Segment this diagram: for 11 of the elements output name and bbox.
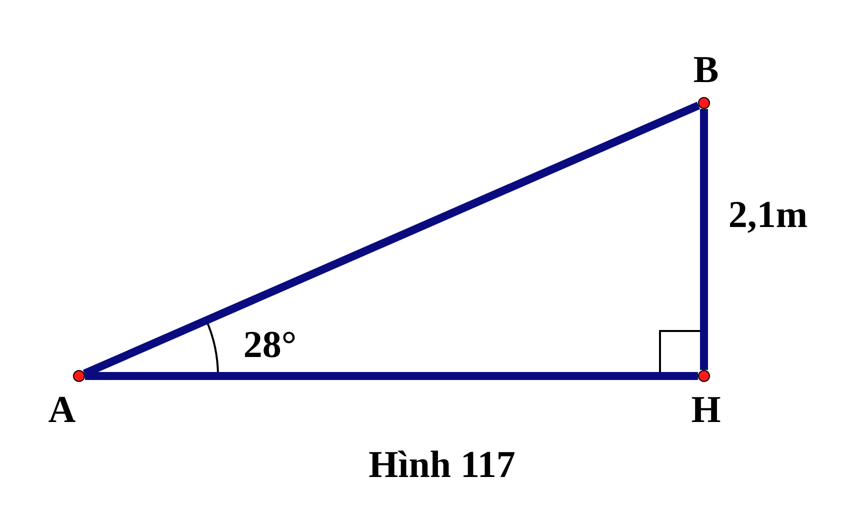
length-label: 2,1m — [728, 196, 808, 234]
triangle-side — [700, 109, 708, 370]
vertex-point — [698, 370, 710, 382]
vertex-label: A — [48, 391, 76, 429]
angle-label: 28° — [243, 326, 297, 364]
triangle-side — [85, 372, 698, 380]
vertex-point — [698, 97, 710, 109]
vertex-label: H — [691, 391, 721, 429]
vertex-label: B — [693, 51, 719, 89]
vertex-point — [73, 370, 85, 382]
figure-caption: Hình 117 — [368, 446, 516, 484]
